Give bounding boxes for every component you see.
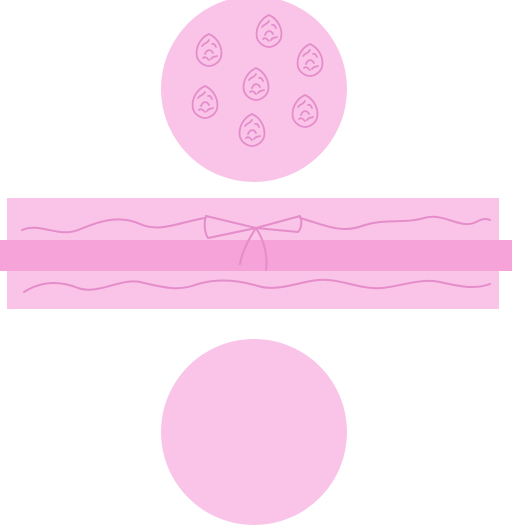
ribbon-stripe [0, 240, 512, 271]
bottom-circle-plain [161, 339, 347, 525]
top-circle-with-strawberries [161, 0, 347, 182]
